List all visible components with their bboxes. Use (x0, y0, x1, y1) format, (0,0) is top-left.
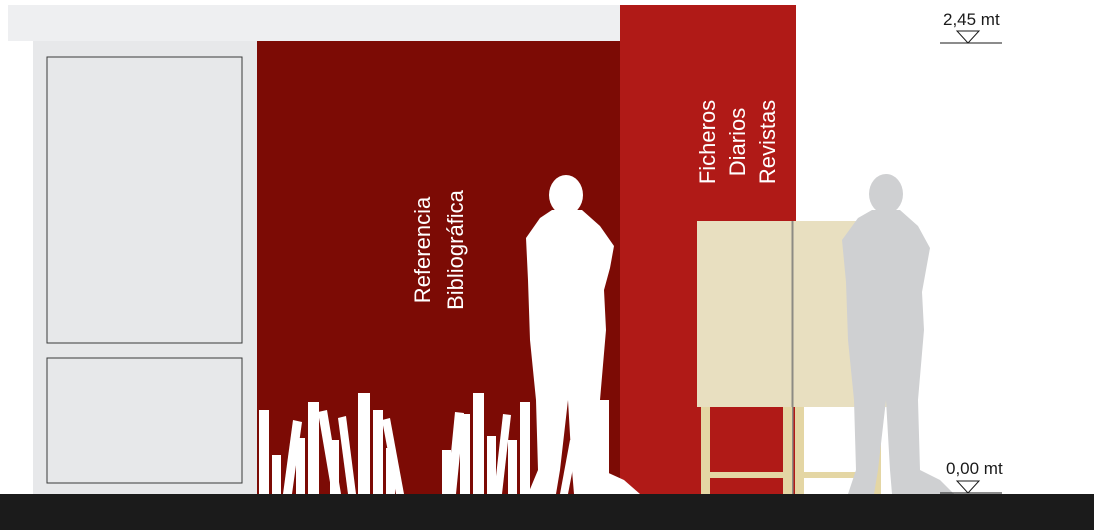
level-top-triangle-icon (955, 30, 981, 44)
book (460, 414, 470, 494)
counter-rail (701, 472, 792, 478)
book (296, 438, 305, 494)
cabinet-upper-door (46, 56, 243, 344)
column-label-line2: Diarios (725, 108, 750, 176)
cabinet-body (33, 41, 257, 494)
level-bottom-label: 0,00 mt (946, 459, 1003, 478)
book (373, 410, 383, 494)
book (520, 402, 530, 494)
book (330, 440, 339, 494)
book (308, 402, 319, 494)
book (508, 440, 517, 494)
book (473, 393, 484, 494)
reference-label-line1: Referencia (410, 196, 435, 303)
book (494, 414, 511, 494)
level-marker-bottom: 0,00 mt (940, 459, 1003, 494)
level-top-label: 2,45 mt (943, 10, 1000, 29)
column-label-line3: Revistas (755, 100, 780, 184)
level-marker-top: 2,45 mt (940, 10, 1002, 44)
book (338, 416, 356, 494)
book (487, 436, 496, 494)
book (447, 412, 464, 494)
counter-leg (701, 407, 710, 494)
person-body (526, 210, 640, 494)
cabinet-lower-door (46, 357, 243, 484)
top-beam (8, 5, 620, 41)
reference-label-line2: Bibliográfica (443, 189, 468, 310)
book (259, 410, 269, 494)
person-head (869, 174, 903, 214)
person-silhouette (526, 175, 640, 494)
book (358, 393, 370, 494)
level-bottom-triangle-icon (955, 480, 981, 494)
book (386, 448, 395, 494)
books-left (259, 393, 404, 494)
counter-leg (783, 407, 792, 494)
person-body (842, 210, 954, 494)
counter-leg (795, 407, 804, 494)
book (442, 450, 451, 494)
counter-rail (795, 472, 881, 478)
person-silhouette-grey (842, 174, 954, 494)
counter-top-left (697, 221, 792, 407)
column-label-line1: Ficheros (695, 100, 720, 184)
person-head (549, 175, 583, 215)
book (272, 455, 281, 494)
floor (0, 494, 1094, 530)
cabinet (33, 41, 257, 494)
book (598, 400, 609, 494)
